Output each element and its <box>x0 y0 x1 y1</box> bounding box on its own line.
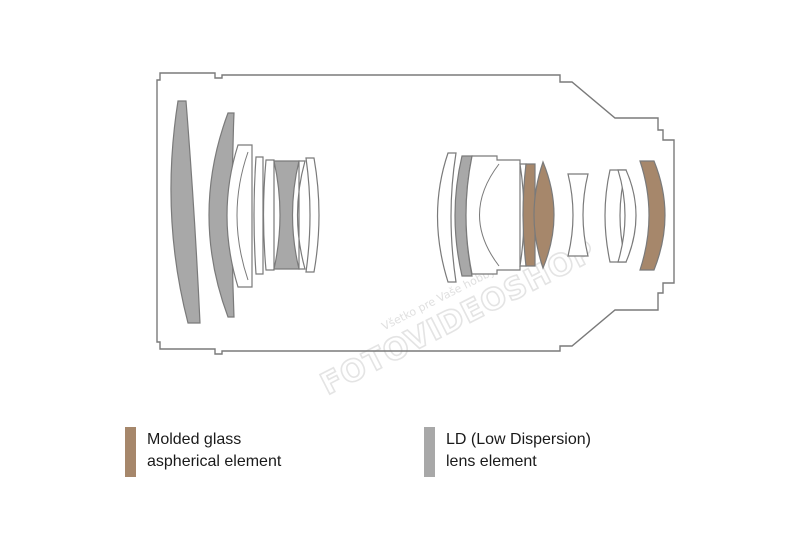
legend-line-2: lens element <box>446 453 537 470</box>
legend-label: LD (Low Dispersion) lens element <box>446 429 591 473</box>
lens-barrel-outline <box>156 72 675 355</box>
lens-element-17 <box>617 169 637 263</box>
legend-line-2: aspherical element <box>147 453 282 470</box>
legend-label: Molded glass aspherical element <box>147 429 281 473</box>
lens-element-8 <box>305 157 320 273</box>
lens-element-6-ld <box>273 160 300 270</box>
lens-element-4 <box>253 156 264 275</box>
lens-element-13-aspherical <box>522 163 536 267</box>
lens-element-1-ld <box>170 100 201 324</box>
legend-line-1: Molded glass <box>147 431 242 448</box>
lens-element-14-aspherical <box>533 160 555 270</box>
lens-element-11-inner <box>479 163 500 267</box>
lens-element-9 <box>436 152 457 283</box>
watermark: FOTOVIDEOSHOP Všetko pre Vaše hobby <box>314 233 602 404</box>
lens-element-5 <box>262 159 275 271</box>
lens-element-3-inner <box>236 151 249 281</box>
lens-element-3 <box>226 144 253 288</box>
lens-element-18-aspherical <box>639 160 666 271</box>
lens-element-11 <box>465 155 521 275</box>
lens-element-7 <box>296 160 306 270</box>
molded-glass-swatch <box>125 427 136 477</box>
legend-line-1: LD (Low Dispersion) <box>446 431 591 448</box>
ld-swatch <box>424 427 435 477</box>
lens-element-15 <box>567 173 589 257</box>
